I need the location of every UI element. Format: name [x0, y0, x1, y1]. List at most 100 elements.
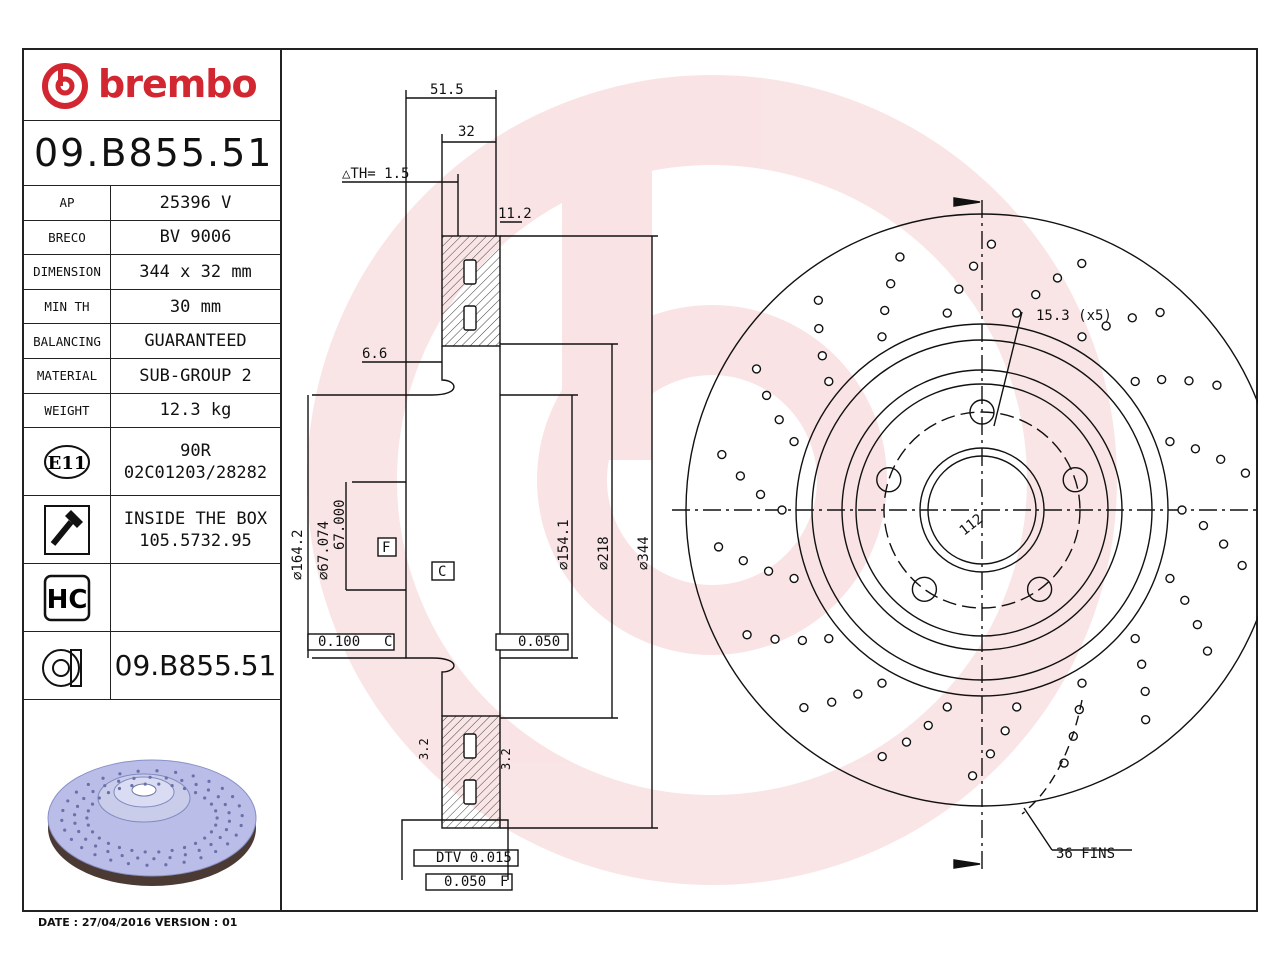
screws-row: INSIDE THE BOX 105.5732.95	[24, 496, 280, 565]
render-hole	[120, 853, 124, 858]
render-hole	[93, 853, 97, 857]
cross-drill-hole	[763, 566, 774, 576]
svg-text:51.5: 51.5	[430, 82, 464, 98]
cross-drill-hole	[877, 332, 887, 342]
cross-drill-hole	[742, 630, 752, 640]
render-hole	[193, 841, 198, 845]
render-hole	[97, 796, 101, 800]
render-hole	[77, 829, 81, 834]
approval-line1: 90R	[180, 440, 211, 461]
render-hole	[194, 782, 198, 787]
render-hole	[182, 786, 187, 791]
part-number-row: 09.B855.51	[24, 632, 280, 701]
svg-text:∅164.2: ∅164.2	[290, 529, 306, 580]
svg-text:0.050: 0.050	[518, 634, 560, 650]
brembo-watermark-icon	[307, 75, 1117, 885]
render-hole	[61, 808, 65, 813]
render-hole	[193, 791, 198, 795]
render-hole	[183, 853, 187, 857]
render-hole	[152, 857, 156, 861]
render-hole	[157, 850, 161, 854]
svg-text:E11: E11	[48, 453, 87, 474]
brand-logo: brembo	[24, 50, 280, 121]
render-hole	[215, 816, 219, 820]
cross-drill-hole	[751, 364, 762, 374]
cross-drill-hole	[923, 720, 933, 731]
render-hole	[227, 811, 231, 815]
render-hole	[136, 856, 140, 860]
cross-drill-hole	[777, 505, 787, 515]
cross-drill-hole	[789, 573, 799, 584]
render-hole	[90, 802, 95, 806]
cross-drill-hole	[814, 323, 824, 334]
render-hole	[239, 823, 243, 828]
cross-drill-hole	[827, 697, 837, 707]
svg-text:∅154.1: ∅154.1	[556, 519, 572, 570]
render-hole	[225, 842, 230, 846]
cross-drill-hole	[774, 414, 784, 425]
render-hole	[214, 823, 218, 827]
svg-text:∅67.074: ∅67.074	[316, 521, 332, 580]
render-hole	[143, 782, 147, 786]
svg-text:0.050: 0.050	[444, 874, 486, 890]
render-hole	[126, 862, 130, 866]
cross-drill-hole	[1192, 619, 1203, 630]
svg-text:C: C	[438, 564, 446, 580]
cross-drill-hole	[1218, 539, 1229, 549]
bolt-hole	[969, 399, 995, 425]
cross-drill-hole	[1215, 454, 1226, 465]
render-hole	[214, 849, 218, 854]
cross-drill-hole	[717, 449, 727, 460]
section-view	[307, 90, 658, 891]
render-hole	[63, 828, 67, 832]
render-hole	[234, 833, 238, 837]
cross-drill-hole	[1077, 332, 1087, 342]
cross-drill-hole	[738, 555, 749, 566]
cross-drill-hole	[1140, 686, 1150, 697]
cross-drill-hole	[1237, 560, 1247, 571]
render-hole	[206, 788, 211, 792]
svg-text:0.100: 0.100	[318, 634, 360, 650]
cross-drill-hole	[985, 749, 996, 759]
screws-line2: 105.5732.95	[139, 530, 252, 551]
cross-drill-hole	[1155, 307, 1165, 318]
spec-value: 344 x 32 mm	[139, 261, 252, 282]
spec-row: DIMENSION 344 x 32 mm	[24, 255, 280, 290]
render-hole	[103, 784, 107, 788]
cross-drill-hole	[942, 702, 952, 712]
spec-value: BV 9006	[159, 227, 232, 248]
render-hole	[227, 819, 232, 823]
cross-drill-hole	[1156, 374, 1167, 385]
render-hole	[74, 790, 79, 794]
bolt-hole	[911, 576, 938, 602]
cross-drill-hole	[1127, 313, 1137, 323]
spec-key: AP	[24, 186, 111, 220]
cross-drill-hole	[1198, 520, 1209, 531]
render-hole	[170, 848, 174, 853]
approval-line2: 02C01203/28282	[123, 462, 268, 483]
cross-drill-hole	[797, 635, 808, 646]
disc-profile-icon	[24, 632, 111, 700]
svg-text:C: C	[384, 634, 392, 650]
render-hole	[145, 863, 149, 867]
cross-drill-hole	[880, 305, 890, 316]
spec-key: DIMENSION	[24, 255, 111, 289]
cross-drill-hole	[1012, 308, 1022, 318]
svg-text:F: F	[500, 874, 508, 890]
svg-text:32: 32	[458, 124, 475, 140]
cross-drill-hole	[1165, 436, 1175, 447]
render-hole	[86, 782, 90, 787]
render-hole	[220, 786, 224, 790]
cross-drill-hole	[789, 436, 799, 447]
cross-drill-hole	[968, 261, 979, 271]
spec-value: 25396 V	[159, 192, 232, 213]
render-hole	[203, 796, 207, 800]
render-hole	[130, 783, 134, 788]
render-hole	[73, 821, 77, 825]
front-view	[672, 197, 1258, 870]
render-hole	[117, 786, 122, 791]
